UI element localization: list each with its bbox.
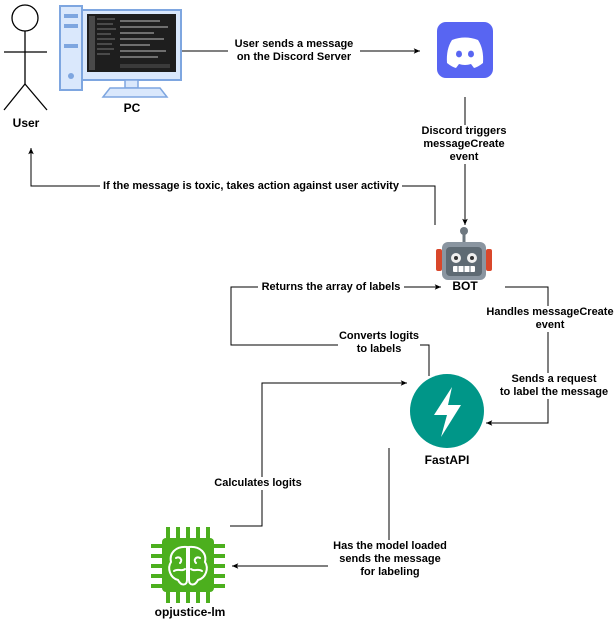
edge-model-to-fastapi bbox=[230, 380, 407, 527]
edge-label-fastapi-to-bot: Returns the array of labels bbox=[258, 281, 404, 294]
robot-icon bbox=[436, 227, 492, 280]
brain-chip-icon bbox=[151, 527, 225, 603]
edge-label-model-to-fastapi: Calculates logits bbox=[210, 477, 306, 490]
model-label: opjustice-lm bbox=[154, 605, 226, 619]
pc-label: PC bbox=[123, 101, 141, 115]
fastapi-lightning-icon bbox=[410, 374, 484, 448]
user-label: User bbox=[12, 116, 40, 130]
desktop-computer-icon bbox=[59, 5, 182, 98]
fastapi-label: FastAPI bbox=[424, 453, 470, 467]
edge-label-bot-to-user: If the message is toxic, takes action ag… bbox=[100, 180, 402, 193]
stick-figure-icon bbox=[3, 4, 48, 111]
edge-bot-to-fastapi bbox=[486, 286, 549, 426]
discord-logo-icon bbox=[437, 22, 493, 78]
bot-label: BOT bbox=[452, 279, 478, 293]
